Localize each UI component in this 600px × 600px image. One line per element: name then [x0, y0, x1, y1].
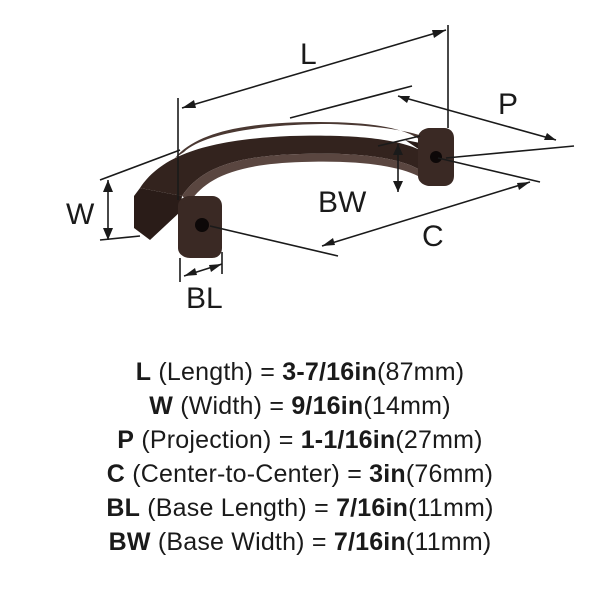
- label-BW: BW: [318, 186, 367, 219]
- spec-metric-value: (14mm): [363, 392, 451, 420]
- arrowhead: [182, 100, 196, 108]
- base-width-extension-top: [377, 135, 421, 147]
- label-BL: BL: [186, 282, 223, 315]
- dimension-diagram: L W P C BL BW: [66, 25, 575, 315]
- spec-metric-value: (76mm): [405, 460, 494, 488]
- spec-name: (Width): [180, 392, 263, 420]
- label-L: L: [300, 38, 317, 71]
- spec-row: W (Width) = 9/16in(14mm): [0, 389, 600, 423]
- spec-imperial-value: 7/16in: [336, 494, 409, 522]
- arrowhead: [322, 238, 335, 246]
- arrowhead: [209, 264, 222, 272]
- spec-row: L (Length) = 3-7/16in(87mm): [0, 355, 600, 389]
- spec-equals: =: [311, 528, 327, 556]
- handle-bar-inner: [182, 153, 420, 202]
- spec-equals: =: [269, 392, 285, 420]
- spec-abbr: L: [135, 358, 152, 386]
- arrowhead: [432, 30, 446, 38]
- spec-imperial-value: 9/16in: [291, 392, 364, 420]
- spec-imperial-value: 3-7/16in: [282, 358, 377, 386]
- spec-equals: =: [314, 494, 329, 522]
- right-screw-hole: [430, 151, 442, 163]
- handle-left-leg: [134, 188, 182, 240]
- dimension-arrowheads: [103, 30, 556, 276]
- spec-abbr: C: [106, 460, 126, 488]
- spec-name: (Center-to-Center): [132, 460, 341, 488]
- spec-imperial-value: 3in: [369, 460, 406, 488]
- spec-metric-value: (11mm): [408, 494, 494, 522]
- arrowhead: [103, 180, 113, 192]
- cabinet-pull-handle: [134, 122, 454, 258]
- spec-name: (Length): [158, 358, 254, 386]
- width-extension-top: [99, 149, 181, 181]
- arrowhead: [517, 182, 530, 190]
- spec-name: (Base Width): [157, 528, 305, 556]
- spec-imperial-value: 7/16in: [333, 528, 406, 556]
- spec-abbr: P: [117, 426, 135, 454]
- arrowhead: [393, 181, 403, 192]
- spec-metric-value: (87mm): [376, 358, 465, 386]
- spec-metric-value: (27mm): [395, 426, 483, 454]
- spec-equals: =: [260, 358, 276, 386]
- projection-extension-front: [445, 145, 575, 159]
- spec-abbr: W: [149, 392, 174, 420]
- spec-abbr: BL: [106, 494, 141, 522]
- projection-extension-back: [289, 85, 413, 119]
- spec-row: C (Center-to-Center) = 3in(76mm): [0, 457, 600, 491]
- width-extension-bottom: [99, 235, 141, 241]
- center-extension-left: [209, 225, 339, 257]
- arrowhead: [393, 144, 403, 155]
- arrowhead: [544, 133, 556, 140]
- spec-equals: =: [278, 426, 294, 454]
- length-dimension-line: [181, 29, 447, 109]
- spec-equals: =: [347, 460, 362, 488]
- handle-bar-body: [140, 135, 420, 196]
- label-W: W: [66, 198, 95, 231]
- left-screw-hole: [195, 218, 209, 232]
- arrowhead: [184, 268, 197, 276]
- spec-name: (Projection): [141, 426, 272, 454]
- spec-imperial-value: 1-1/16in: [300, 426, 396, 454]
- center-extension-right: [437, 157, 541, 183]
- label-C: C: [422, 220, 444, 253]
- label-P: P: [498, 88, 518, 121]
- arrowhead: [398, 96, 410, 103]
- projection-dimension-line: [397, 95, 557, 141]
- center-dimension-line: [321, 181, 531, 247]
- arrowhead: [103, 228, 113, 240]
- spec-row: BL (Base Length) = 7/16in(11mm): [0, 491, 600, 525]
- spec-row: P (Projection) = 1-1/16in(27mm): [0, 423, 600, 457]
- spec-metric-value: (11mm): [405, 528, 492, 556]
- spec-name: (Base Length): [147, 494, 307, 522]
- spec-abbr: BW: [108, 528, 151, 556]
- spec-row: BW (Base Width) = 7/16in(11mm): [0, 525, 600, 559]
- dimension-spec-list: L (Length) = 3-7/16in(87mm)W (Width) = 9…: [0, 355, 600, 559]
